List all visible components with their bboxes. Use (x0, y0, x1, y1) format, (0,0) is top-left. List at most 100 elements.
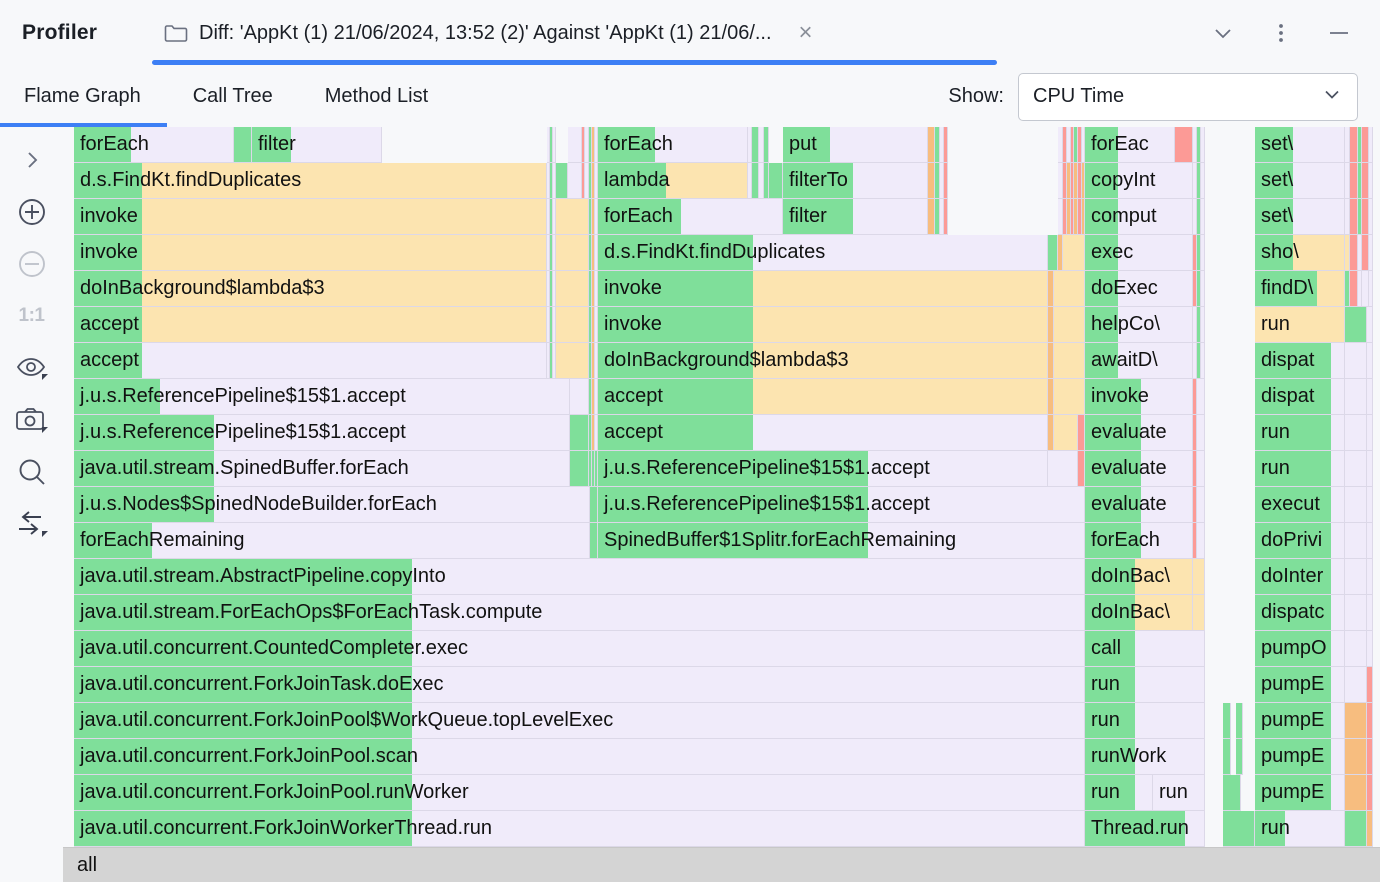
flame-frame-narrow[interactable] (1078, 163, 1082, 199)
flame-frame[interactable]: doInBackground$lambda$3 (74, 271, 547, 307)
flame-frame-narrow[interactable] (570, 379, 589, 415)
flame-frame-narrow[interactable] (595, 415, 598, 451)
flame-frame-narrow[interactable] (1193, 415, 1197, 451)
flame-frame-narrow[interactable] (592, 163, 595, 199)
flame-frame-narrow[interactable] (1071, 163, 1074, 199)
flame-frame-narrow[interactable] (1345, 667, 1367, 703)
flame-frame-narrow[interactable] (547, 271, 550, 307)
flame-frame-narrow[interactable] (1362, 127, 1369, 163)
flame-frame-narrow[interactable] (550, 163, 553, 199)
flame-frame-narrow[interactable] (1362, 199, 1369, 235)
flame-frame-narrow[interactable] (1197, 127, 1201, 163)
flame-frame-narrow[interactable] (589, 199, 592, 235)
flame-frame-narrow[interactable] (1350, 127, 1358, 163)
flame-frame-narrow[interactable] (1205, 739, 1223, 775)
flame-frame-narrow[interactable] (759, 163, 764, 199)
flame-frame-narrow[interactable] (928, 163, 935, 199)
flame-frame-narrow[interactable] (944, 163, 948, 199)
flame-frame-narrow[interactable] (1193, 523, 1197, 559)
flame-frame-narrow[interactable] (764, 127, 769, 163)
flame-frame-narrow[interactable] (1058, 199, 1063, 235)
flame-frame-narrow[interactable] (1367, 415, 1373, 451)
flame-frame-narrow[interactable] (1367, 667, 1373, 703)
flame-frame-narrow[interactable] (592, 343, 595, 379)
flame-frame[interactable]: run (1153, 775, 1205, 811)
flame-frame-narrow[interactable] (556, 127, 568, 163)
flame-frame-narrow[interactable] (1058, 235, 1063, 271)
flame-frame-narrow[interactable] (1367, 343, 1373, 379)
flame-frame[interactable]: accept (74, 343, 547, 379)
flame-frame-narrow[interactable] (1201, 127, 1205, 163)
zoom-out-icon[interactable] (10, 247, 54, 281)
flame-frame[interactable]: java.util.stream.ForEachOps$ForEachTask.… (74, 595, 1085, 631)
flame-frame-narrow[interactable] (752, 163, 759, 199)
flame-frame-narrow[interactable] (1345, 451, 1367, 487)
flame-frame[interactable]: java.util.concurrent.ForkJoinPool.scan (74, 739, 1085, 775)
flame-frame-narrow[interactable] (1223, 739, 1231, 775)
flame-frame[interactable]: pumpE (1255, 667, 1345, 703)
flame-frame-narrow[interactable] (1358, 199, 1362, 235)
flame-frame-narrow[interactable] (1345, 307, 1367, 343)
flame-frame-narrow[interactable] (1074, 199, 1078, 235)
flame-frame-narrow[interactable] (556, 343, 589, 379)
flame-frame-narrow[interactable] (759, 127, 764, 163)
flame-frame-narrow[interactable] (1193, 163, 1197, 199)
flame-frame-narrow[interactable] (1205, 595, 1255, 631)
flame-frame-narrow[interactable] (589, 271, 592, 307)
flame-frame-narrow[interactable] (1175, 127, 1193, 163)
flame-frame-narrow[interactable] (1362, 271, 1369, 307)
flame-frame-narrow[interactable] (1243, 739, 1255, 775)
flame-frame[interactable]: java.util.concurrent.ForkJoinPool.runWor… (74, 775, 1085, 811)
flame-frame[interactable]: accept (598, 415, 1048, 451)
flame-frame-narrow[interactable] (589, 343, 592, 379)
flame-frame[interactable]: doPrivi (1255, 523, 1345, 559)
flame-frame[interactable]: forEachRemaining (74, 523, 590, 559)
flame-frame-narrow[interactable] (553, 343, 556, 379)
flame-frame-narrow[interactable] (944, 199, 948, 235)
flame-frame-narrow[interactable] (1082, 199, 1085, 235)
flame-frame-narrow[interactable] (568, 127, 582, 163)
flame-frame[interactable]: j.u.s.ReferencePipeline$15$1.accept (74, 379, 570, 415)
flame-frame-narrow[interactable] (1082, 163, 1085, 199)
flame-frame-narrow[interactable] (589, 307, 592, 343)
flame-frame-narrow[interactable] (570, 415, 589, 451)
tab-call-tree[interactable]: Call Tree (167, 66, 299, 127)
flame-frame[interactable]: run (1255, 451, 1345, 487)
flame-frame[interactable]: filterTo (783, 163, 928, 199)
flame-frame-narrow[interactable] (550, 343, 553, 379)
flame-frame[interactable]: awaitD\ (1085, 343, 1193, 379)
flame-frame[interactable]: java.util.concurrent.ForkJoinWorkerThrea… (74, 811, 1085, 847)
flame-frame[interactable]: set\ (1255, 127, 1345, 163)
flame-frame-narrow[interactable] (1358, 271, 1362, 307)
flame-frame-narrow[interactable] (1231, 703, 1236, 739)
flame-frame-narrow[interactable] (1197, 235, 1201, 271)
flame-frame-narrow[interactable] (1082, 127, 1085, 163)
flame-frame-narrow[interactable] (1345, 379, 1367, 415)
flame-frame-narrow[interactable] (1071, 127, 1074, 163)
flame-frame-narrow[interactable] (1067, 199, 1071, 235)
flame-frame-narrow[interactable] (589, 235, 592, 271)
flame-frame-narrow[interactable] (550, 199, 553, 235)
flame-frame-narrow[interactable] (1201, 163, 1205, 199)
flame-frame-narrow[interactable] (1205, 343, 1255, 379)
flame-frame-narrow[interactable] (550, 307, 553, 343)
flame-frame-narrow[interactable] (553, 127, 556, 163)
flame-frame-narrow[interactable] (1367, 595, 1373, 631)
flame-frame-narrow[interactable] (585, 163, 589, 199)
flame-frame-narrow[interactable] (1197, 451, 1205, 487)
flame-frame-narrow[interactable] (1367, 379, 1373, 415)
flame-frame-narrow[interactable] (547, 163, 550, 199)
flame-frame-narrow[interactable] (592, 415, 595, 451)
flame-frame-narrow[interactable] (547, 235, 550, 271)
flame-frame[interactable]: invoke (74, 235, 547, 271)
search-icon[interactable] (10, 455, 54, 489)
flame-frame-narrow[interactable] (582, 163, 585, 199)
flame-frame-narrow[interactable] (1369, 127, 1373, 163)
flame-frame-narrow[interactable] (1074, 127, 1078, 163)
flame-frame-narrow[interactable] (1074, 163, 1078, 199)
flame-frame-narrow[interactable] (382, 127, 547, 163)
flame-frame-narrow[interactable] (948, 127, 1058, 163)
flame-frame-narrow[interactable] (556, 307, 589, 343)
flame-frame-narrow[interactable] (589, 451, 592, 487)
